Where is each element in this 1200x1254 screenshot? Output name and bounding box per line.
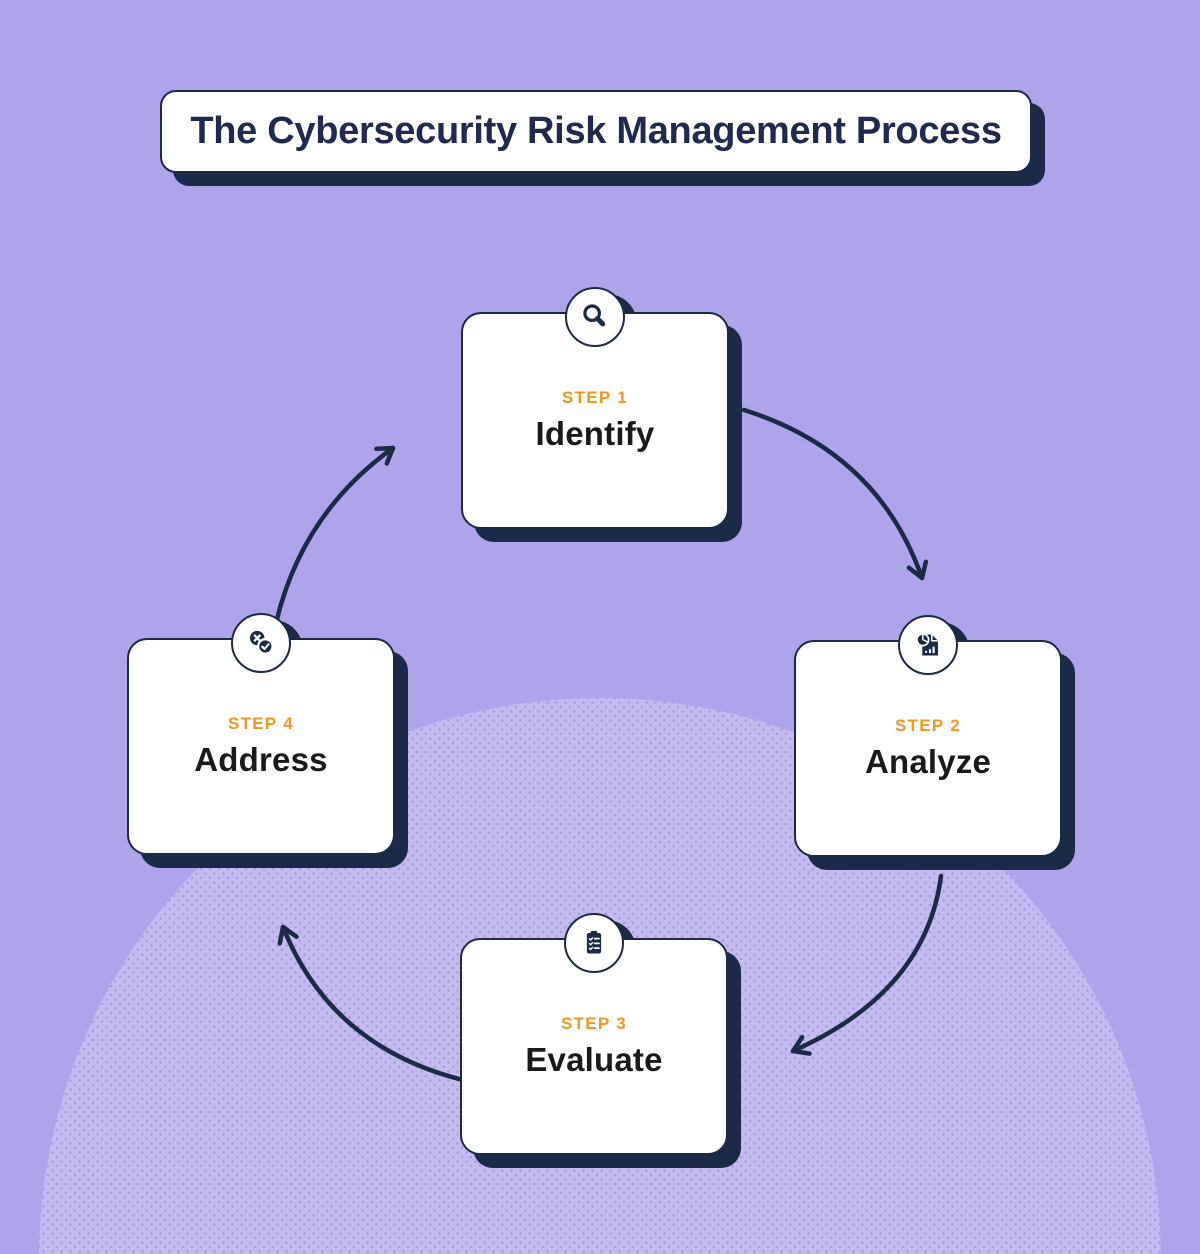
step-icon-badge <box>564 913 624 973</box>
arrow-evaluate-to-address <box>277 924 462 1082</box>
step-label: STEP 4 <box>227 714 295 733</box>
step-card-address: STEP 4 Address <box>127 613 408 868</box>
card-body: STEP 3 Evaluate <box>460 938 728 1155</box>
card-body: STEP 1 Identify <box>461 312 729 529</box>
step-icon-badge <box>231 613 291 673</box>
step-icon-badge <box>898 615 958 675</box>
step-name: Evaluate <box>525 1041 663 1078</box>
card-body: STEP 4 Address <box>127 638 395 855</box>
approve-reject-icon <box>249 630 274 655</box>
title-banner-box: The Cybersecurity Risk Management Proces… <box>160 90 1032 173</box>
step-label: STEP 2 <box>894 716 962 735</box>
search-icon <box>583 304 606 327</box>
clipboard-checklist-icon <box>586 930 602 954</box>
arrow-analyze-to-evaluate <box>790 873 944 1056</box>
step-label: STEP 1 <box>561 388 629 407</box>
page-title: The Cybersecurity Risk Management Proces… <box>190 110 1002 152</box>
step-name: Address <box>194 741 328 778</box>
step-label: STEP 3 <box>560 1014 628 1033</box>
arrow-identify-to-analyze <box>741 407 929 581</box>
step-name: Analyze <box>864 743 992 780</box>
title-banner: The Cybersecurity Risk Management Proces… <box>160 90 1045 186</box>
step-card-analyze: STEP 2 Analyze <box>794 615 1075 870</box>
arrow-address-to-identify <box>273 445 396 626</box>
report-chart-icon <box>916 633 938 656</box>
step-card-evaluate: STEP 3 Evaluate <box>460 913 741 1168</box>
card-body: STEP 2 Analyze <box>794 640 1062 857</box>
step-name: Identify <box>535 415 655 452</box>
step-icon-badge <box>565 287 625 347</box>
step-card-identify: STEP 1 Identify <box>461 287 742 542</box>
